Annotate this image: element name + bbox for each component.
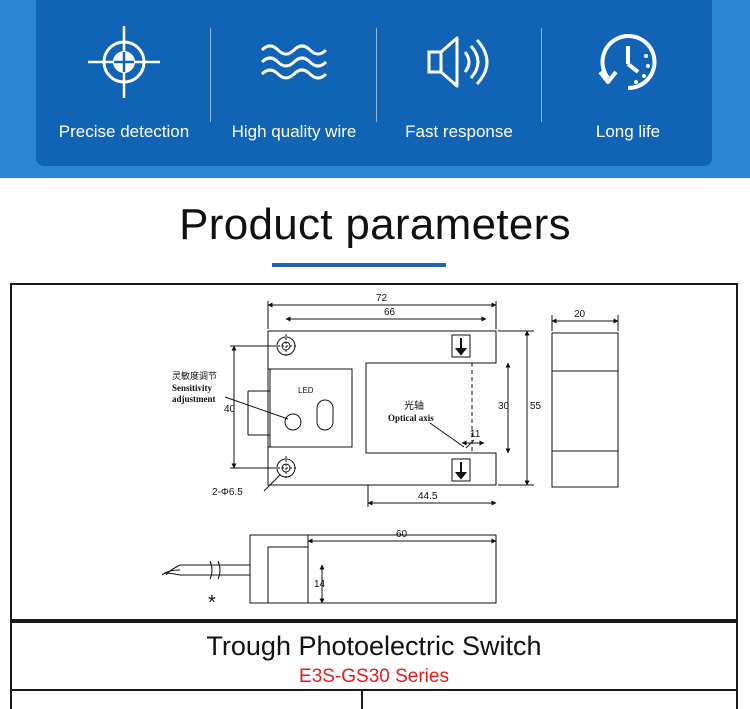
product-name: Trough Photoelectric Switch [206, 631, 542, 661]
title-underline [272, 263, 446, 267]
dim-66: 66 [384, 307, 396, 318]
dim-11: 11 [470, 429, 481, 440]
feature-fast-response: Fast response [376, 0, 542, 166]
dimension-drawing-frame: 72 66 20 30 55 40 11 44.5 60 14 2-Φ6.5 L… [10, 283, 738, 621]
dim-14: 14 [314, 579, 326, 590]
product-caption: Trough Photoelectric Switch E3S-GS30 Ser… [10, 621, 738, 691]
feature-precise-detection: Precise detection [36, 0, 212, 166]
dim-60: 60 [396, 529, 408, 540]
sensitivity-label-cn: 灵敏度调节 [172, 370, 217, 381]
series-name: E3S-GS30 Series [299, 666, 449, 687]
sensitivity-label-2: adjustment [172, 394, 216, 404]
dim-44-5: 44.5 [418, 491, 438, 502]
table-divider [361, 689, 363, 709]
clock-rotate-icon [588, 22, 668, 102]
page-title: Product parameters [179, 200, 571, 249]
feature-divider [376, 28, 377, 122]
table-bottom-row [10, 689, 738, 709]
feature-label: High quality wire [231, 122, 357, 141]
led-label: LED [298, 386, 314, 395]
dim-55: 55 [530, 401, 542, 412]
crosshair-target-icon [84, 22, 164, 102]
wave-lines-icon [254, 22, 334, 102]
dim-40: 40 [224, 404, 236, 415]
feature-banner: Precise detection High quality wire [0, 0, 750, 178]
feature-label: Fast response [405, 122, 513, 141]
dim-20: 20 [574, 309, 586, 320]
hole-note: 2-Φ6.5 [212, 487, 243, 498]
dim-72: 72 [376, 293, 388, 304]
feature-divider [210, 28, 211, 122]
dim-30: 30 [498, 401, 510, 412]
dimension-drawing: 72 66 20 30 55 40 11 44.5 60 14 2-Φ6.5 L… [161, 293, 619, 614]
speaker-sound-icon [419, 22, 499, 102]
optical-axis-cn: 光轴 [404, 399, 424, 412]
feature-divider [541, 28, 542, 122]
sensor-body-outline [267, 330, 497, 486]
asterisk-mark: * [208, 592, 216, 614]
optical-axis-label: Optical axis [388, 413, 434, 423]
feature-panel: Precise detection High quality wire [36, 0, 712, 166]
feature-label: Long life [595, 122, 661, 141]
feature-long-life: Long life [543, 0, 713, 166]
feature-high-quality-wire: High quality wire [212, 0, 376, 166]
feature-label: Precise detection [58, 122, 190, 141]
sensitivity-label-1: Sensitivity [172, 383, 213, 393]
